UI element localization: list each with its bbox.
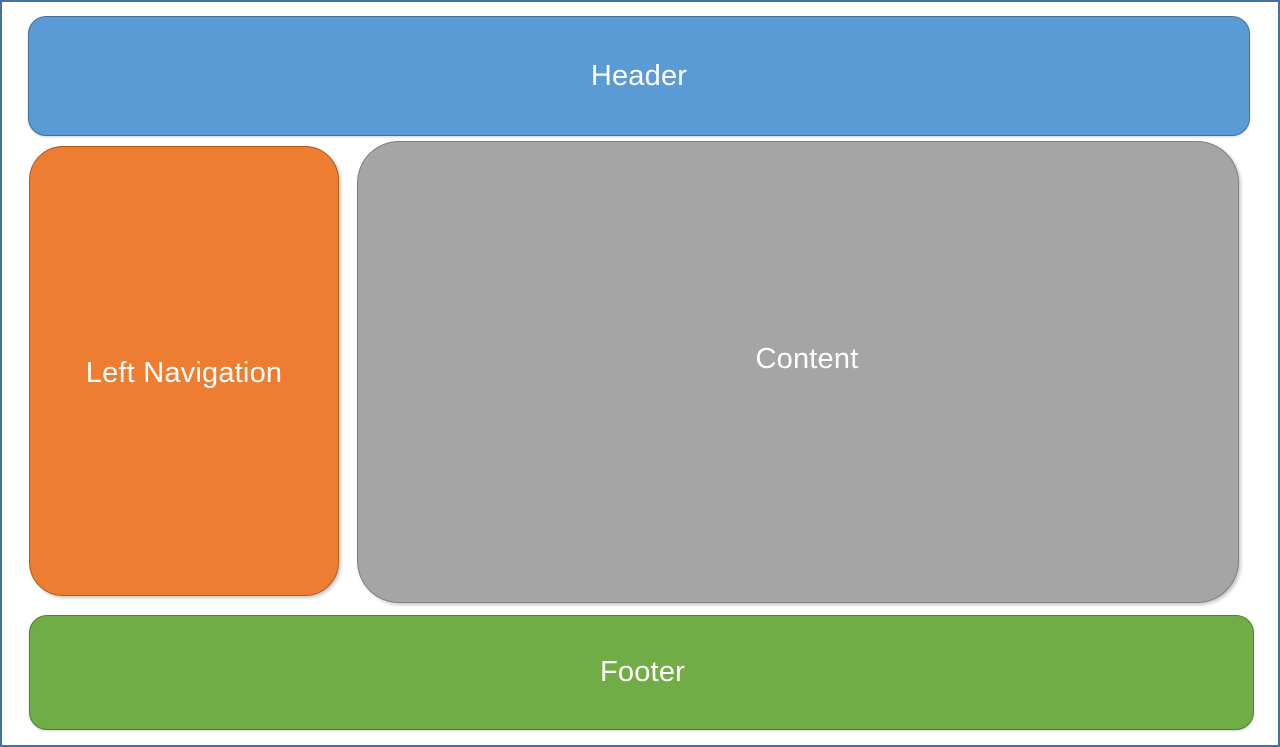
content-region-shape[interactable]: Content xyxy=(357,141,1239,603)
header-region-shape[interactable]: Header xyxy=(28,16,1250,136)
footer-region-shape[interactable]: Footer xyxy=(29,615,1254,730)
content-region-label: Content xyxy=(755,342,859,375)
left-navigation-region-shape[interactable]: Left Navigation xyxy=(29,146,339,596)
header-region-label: Header xyxy=(590,59,688,92)
left-navigation-region-label: Left Navigation xyxy=(85,356,283,389)
footer-region-label: Footer xyxy=(599,656,685,689)
